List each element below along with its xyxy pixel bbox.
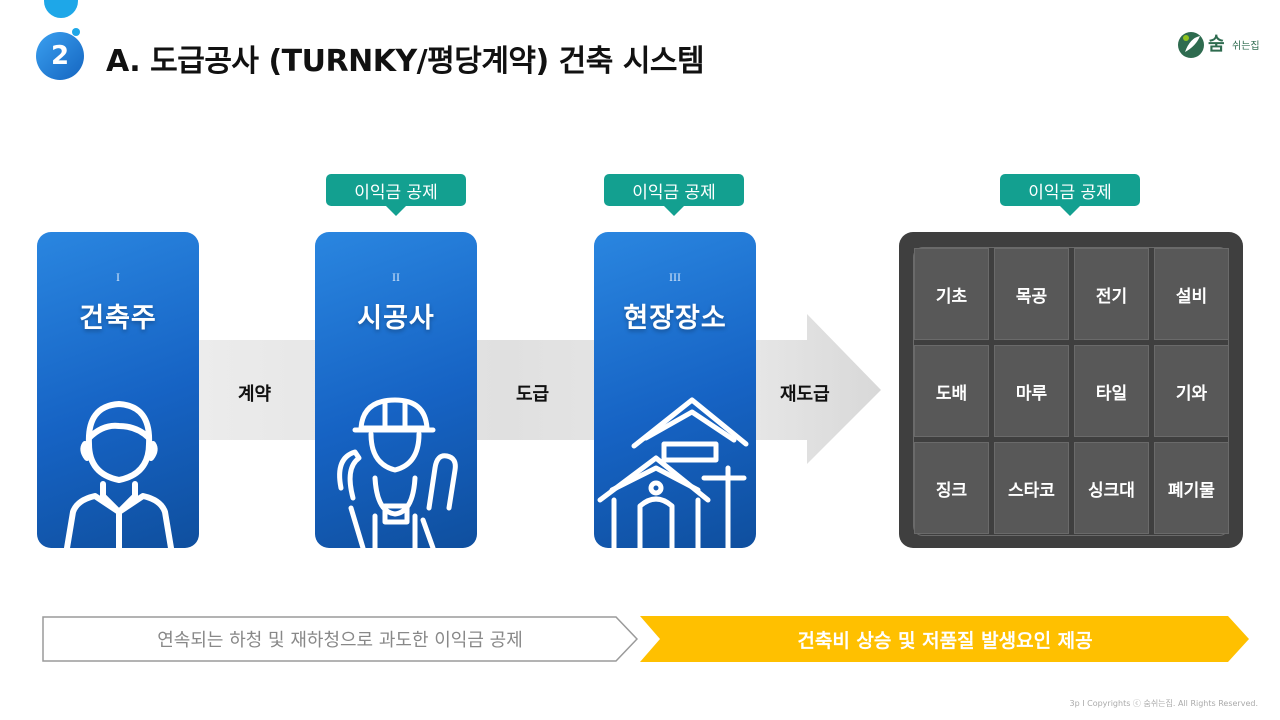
flow-label-resubcontract: 재도급 [780, 384, 830, 405]
man-icon [64, 401, 174, 548]
callout-profit-deduction: 이익금 공제 [326, 174, 466, 216]
trade-cell: 전기 [1074, 248, 1149, 340]
house-icon [597, 397, 749, 548]
brand-logo: 숨 쉬는집 [1176, 28, 1266, 62]
card-owner: I 건축주 [37, 232, 199, 548]
decor-dot [72, 28, 80, 36]
trade-cell: 타일 [1074, 345, 1149, 437]
footer-copyright: 3p I Copyrights ⓒ 숨쉬는집. All Rights Reser… [1069, 699, 1259, 708]
section-number-badge: 2 [36, 32, 84, 80]
bottom-banner-cause: 연속되는 하청 및 재하청으로 과도한 이익금 공제 [42, 616, 638, 662]
trade-cell: 징크 [914, 442, 989, 534]
leaf-logo-icon [1178, 32, 1204, 58]
decor-bubble [44, 0, 78, 18]
trade-cell: 마루 [994, 345, 1069, 437]
bottom-banner-result-text: 건축비 상승 및 저품질 발생요인 제공 [797, 629, 1093, 652]
trade-cell: 도배 [914, 345, 989, 437]
trade-cell: 설비 [1154, 248, 1229, 340]
flow-label-subcontract: 도급 [516, 384, 550, 405]
card-title: 현장장소 [623, 303, 727, 334]
trade-cell: 싱크대 [1074, 442, 1149, 534]
card-site: III 현장장소 [594, 232, 756, 548]
flow-label-contract: 계약 [238, 384, 272, 405]
trade-cell: 스타코 [994, 442, 1069, 534]
trade-cell: 기초 [914, 248, 989, 340]
card-roman: II [392, 270, 400, 284]
card-roman: I [116, 270, 120, 284]
card-title: 건축주 [79, 303, 157, 334]
bottom-banner-result: 건축비 상승 및 저품질 발생요인 제공 [640, 616, 1250, 662]
worker-icon [337, 397, 458, 548]
page-title: A. 도급공사 (TURNKY/평당계약) 건축 시스템 [106, 44, 705, 79]
trades-panel: 기초 목공 전기 설비 도배 마루 타일 기와 징크 스타코 싱크대 폐기물 [899, 232, 1243, 548]
flow-arrow-icon [755, 314, 881, 464]
logo-subtext: 쉬는집 [1232, 41, 1260, 52]
logo-text: 숨 [1208, 34, 1225, 55]
bottom-banner-cause-text: 연속되는 하청 및 재하청으로 과도한 이익금 공제 [157, 630, 523, 651]
trade-cell: 기와 [1154, 345, 1229, 437]
callout-profit-deduction: 이익금 공제 [1000, 174, 1140, 216]
card-contractor: II 시공사 [315, 232, 477, 548]
trade-cell: 폐기물 [1154, 442, 1229, 534]
callout-profit-deduction: 이익금 공제 [604, 174, 744, 216]
outline-arrow-shape [42, 616, 638, 662]
card-roman: III [669, 270, 681, 284]
trade-cell: 목공 [994, 248, 1069, 340]
card-title: 시공사 [357, 303, 435, 334]
yellow-arrow-shape [640, 616, 1249, 662]
